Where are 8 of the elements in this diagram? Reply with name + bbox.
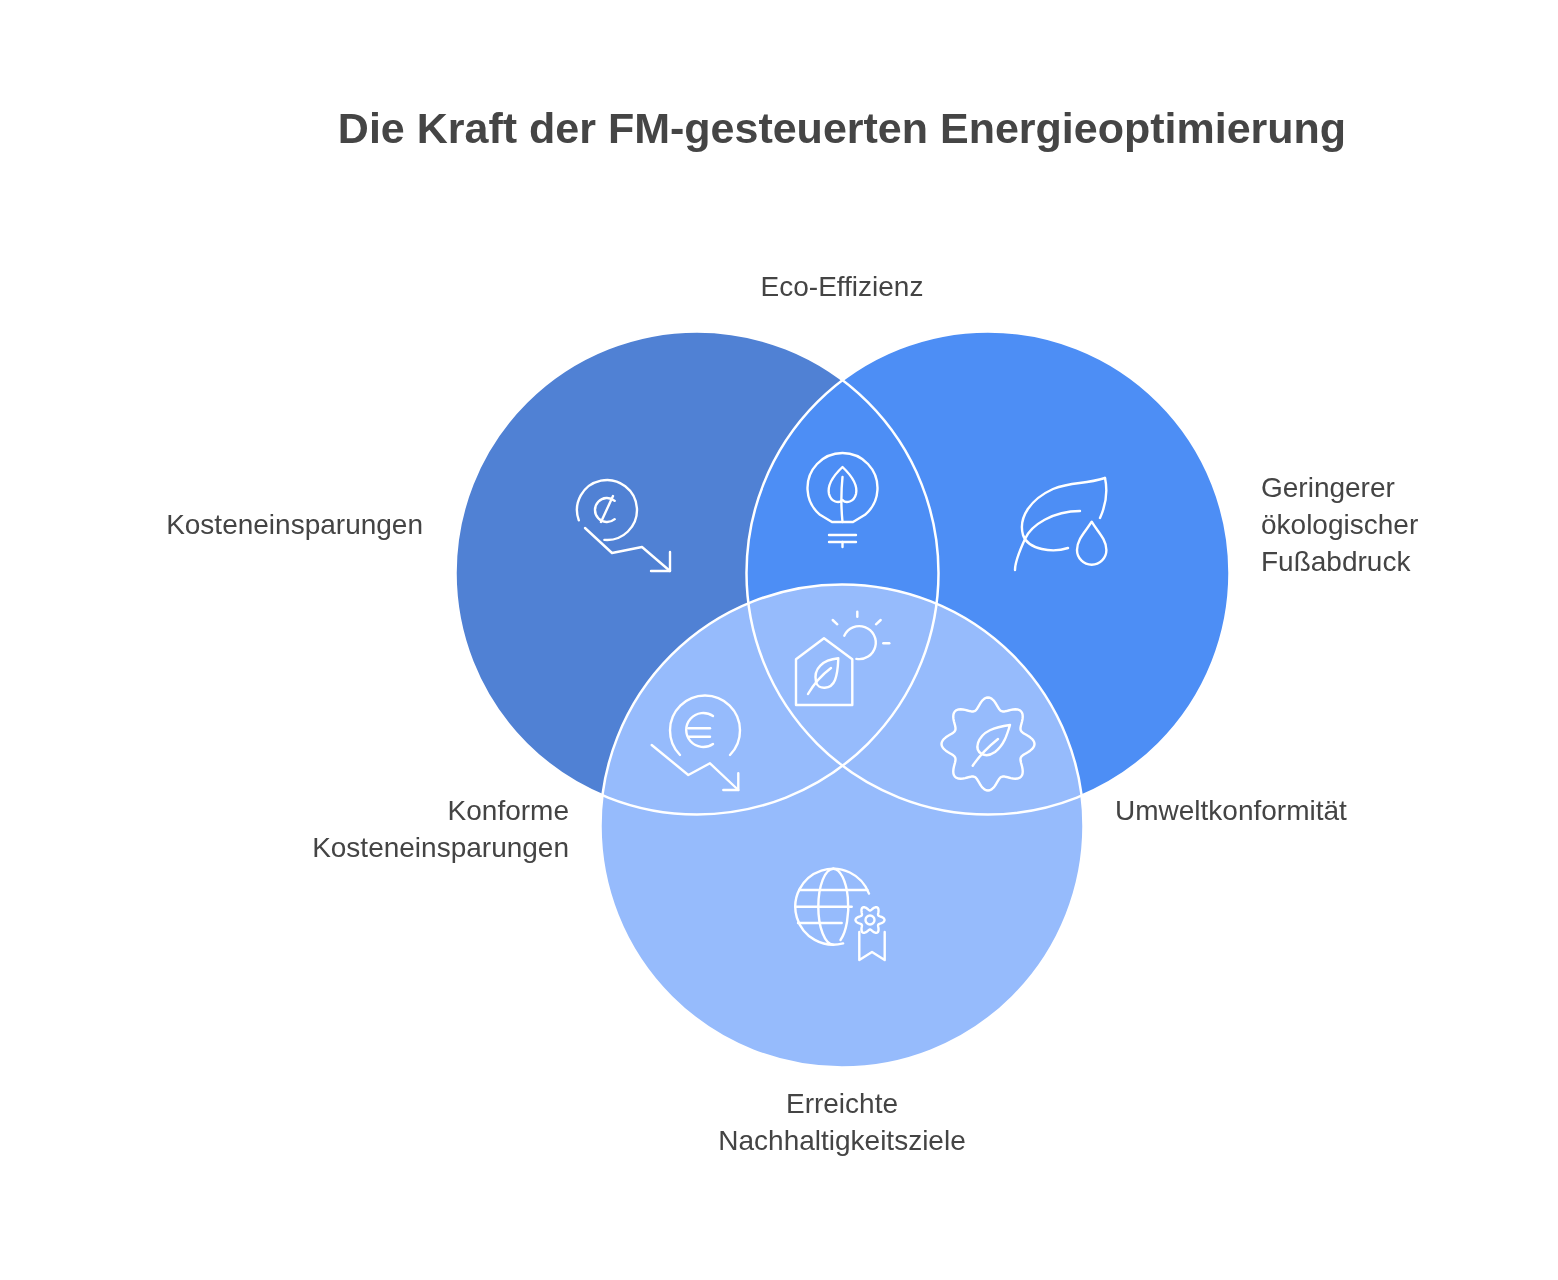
circle-label: Erreichte Nachhaltigkeitsziele <box>718 1087 966 1158</box>
overlap-label: Umweltkonformität <box>1115 794 1347 828</box>
venn-circle <box>599 583 1085 1069</box>
title: Die Kraft der FM-gesteuerten Energieoptimierung <box>337 103 1347 154</box>
circle-label: Kosteneinsparungen <box>166 508 423 542</box>
overlap-label: Eco-Effizienz <box>760 270 924 304</box>
overlap-label: Konforme Kosteneinsparungen <box>312 794 569 865</box>
circle-label: Geringerer ökologischer Fußabdruck <box>1261 471 1419 579</box>
